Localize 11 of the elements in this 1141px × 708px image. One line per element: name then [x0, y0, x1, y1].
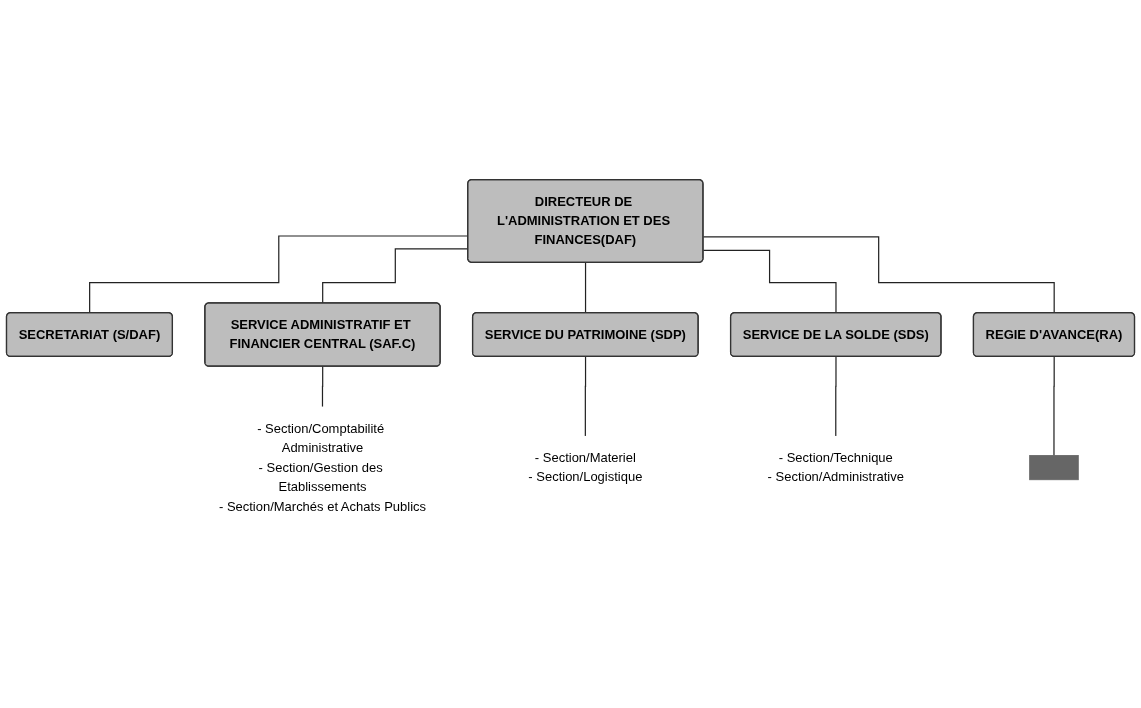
node-text: - Section/Comptabilité Administrative - Section/Gestion des Etablissements - Section/Marchés et Achats Publics	[218, 421, 427, 514]
connector	[1053, 356, 1055, 457]
node-text: - Section/Technique - Section/Administrative	[767, 450, 904, 484]
connector	[584, 356, 587, 437]
connector	[835, 356, 837, 437]
connector	[584, 262, 587, 314]
connector	[702, 236, 1055, 314]
connector	[321, 365, 324, 408]
node-text: - Section/Materiel - Section/Logistique	[528, 450, 643, 484]
node-bar	[1029, 455, 1079, 481]
connector	[702, 249, 837, 314]
